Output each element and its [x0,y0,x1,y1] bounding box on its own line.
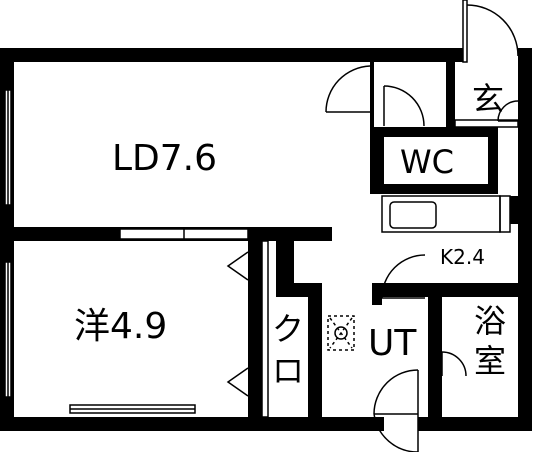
ld-door [325,62,374,127]
label-living-dining: LD7.6 [112,138,217,179]
entrance-door [462,0,519,63]
wc-door [383,85,425,127]
label-kitchen: K2.4 [440,245,485,269]
ut-door-top [381,254,426,299]
label-western-room: 洋4.9 [74,306,167,347]
ut-door-bottom [373,369,419,452]
shoe-cabinet-door [497,100,519,122]
label-toilet: WC [400,143,454,181]
label-closet-2: ロ [272,352,304,390]
doors [226,0,519,452]
label-closet-1: ク [272,310,304,348]
kitchen-sink [389,201,437,229]
windows [4,89,249,414]
western-closet-folding-doors [226,240,269,418]
label-bath-1: 浴 [474,302,506,340]
entrance-step [454,119,519,128]
bath-door [441,351,467,377]
fridge-space [499,195,511,233]
fixtures [327,119,519,351]
label-utility: UT [368,323,417,364]
label-bath-2: 室 [474,342,506,380]
room-labels: LD7.6 洋4.9 WC 玄 K2.4 ク ロ UT 浴 室 [74,80,506,390]
washer-spot [327,315,355,351]
label-entrance: 玄 [472,80,504,118]
